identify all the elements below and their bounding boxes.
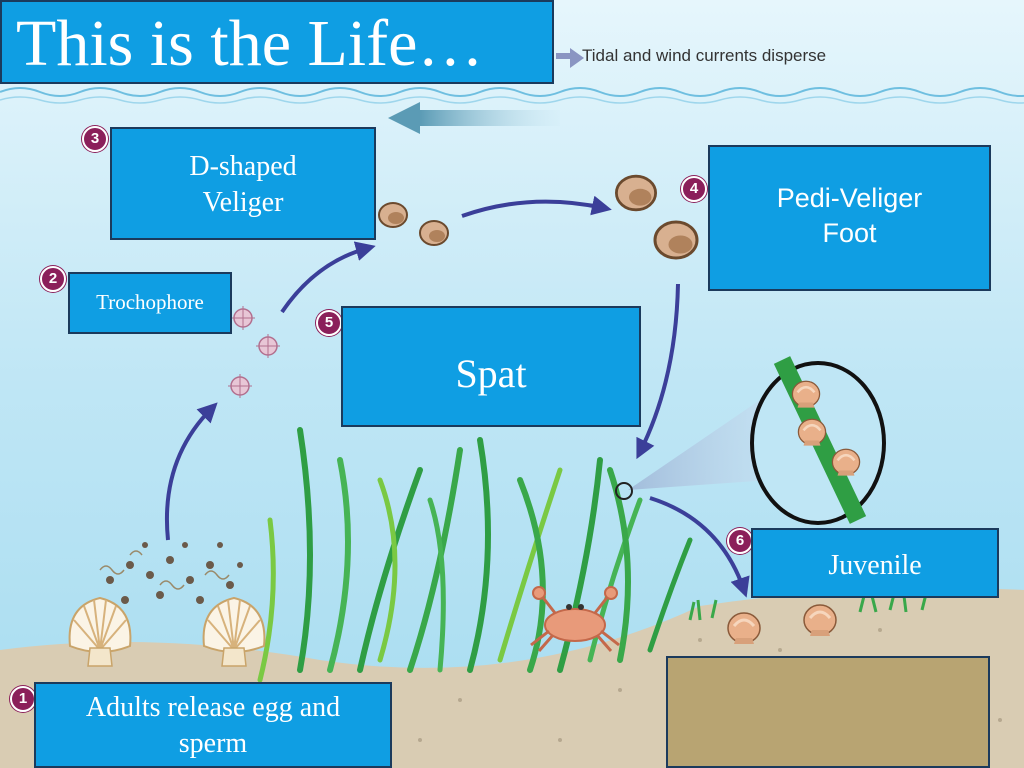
short-grass — [688, 593, 928, 621]
seagrass-icon — [257, 427, 693, 683]
label-pedi-line-1: Pedi-Veliger — [776, 183, 923, 213]
water-surface-line — [0, 87, 1024, 97]
label-spat-text: Spat — [455, 351, 527, 396]
magnifier-circle-icon — [750, 356, 886, 525]
arrow-2-to-3 — [280, 241, 376, 314]
zoom-cone — [628, 400, 770, 490]
scallop-shell-icon — [726, 611, 762, 646]
label-veliger-line-1: D-shaped — [189, 151, 297, 182]
eggs-and-sperm — [106, 542, 243, 604]
stage-badge-1: 1 — [10, 686, 36, 712]
currents-caption: Tidal and wind currents disperse — [582, 46, 827, 65]
arrow-4-to-5 — [636, 283, 680, 460]
label-pedi-line-2: Foot — [822, 218, 877, 249]
label-spat: Spat — [341, 306, 641, 427]
label-adults-line-1: Adults release egg and — [85, 692, 341, 723]
current-arrow-large — [420, 110, 560, 126]
label-juvenile: Juvenile — [751, 528, 999, 598]
stage-badge-6: 6 — [727, 528, 753, 554]
stage-badge-4: 4 — [681, 176, 707, 202]
label-adults: Adults release egg and sperm — [34, 682, 392, 768]
crab-icon — [530, 586, 620, 652]
label-juvenile-text: Juvenile — [828, 550, 922, 581]
scallop-shell-icon — [802, 603, 838, 638]
stage-badge-5: 5 — [316, 310, 342, 336]
veliger-larva — [378, 202, 408, 228]
label-trochophore-text: Trochophore — [96, 290, 204, 315]
label-veliger-line-2: Veliger — [202, 187, 284, 219]
stage-badge-3: 3 — [82, 126, 108, 152]
label-d-shaped-veliger: D-shaped Veliger — [110, 127, 376, 240]
pedi-veliger-larva — [615, 174, 657, 212]
empty-tan-box — [666, 656, 990, 768]
arrow-1-to-2 — [164, 402, 218, 541]
pedi-veliger-larva — [653, 220, 699, 260]
label-adults-line-2: sperm — [178, 728, 248, 760]
label-pedi-veliger: Pedi-Veliger Foot — [708, 145, 991, 291]
magnifier-target — [615, 482, 633, 500]
page-title: This is the Life… — [0, 0, 554, 84]
stage-badge-2: 2 — [40, 266, 66, 292]
arrow-5-to-6 — [649, 496, 750, 598]
veliger-larva — [419, 220, 449, 246]
arrow-3-to-4 — [461, 195, 612, 218]
label-trochophore: Trochophore — [68, 272, 232, 334]
